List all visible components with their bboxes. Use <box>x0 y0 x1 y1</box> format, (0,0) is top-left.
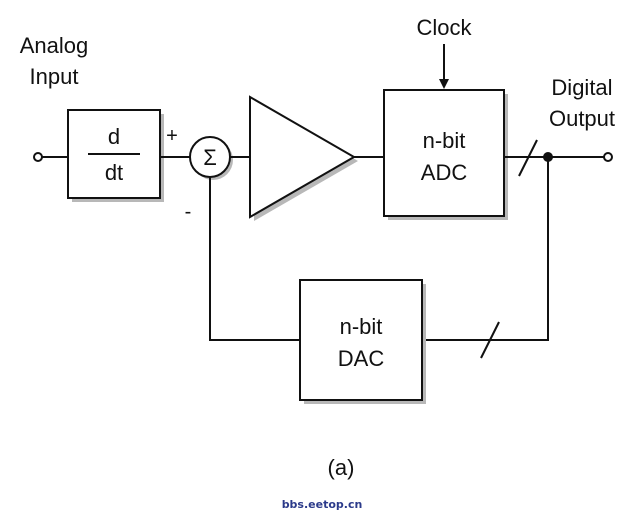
wire-output-to-dac <box>426 157 549 341</box>
dac-label-line2: DAC <box>338 346 385 371</box>
adc-label-line2: ADC <box>421 160 468 185</box>
digital-output-label-line2: Output <box>549 106 615 131</box>
differentiator-block: d dt <box>67 109 164 202</box>
summing-junction: Σ <box>189 136 233 180</box>
diff-denominator: dt <box>105 160 123 185</box>
plus-sign: + <box>166 125 178 147</box>
diff-numerator: d <box>108 124 120 149</box>
analog-input-label-line1: Analog <box>20 33 89 58</box>
clock-label: Clock <box>416 15 472 40</box>
input-terminal <box>33 152 43 162</box>
digital-output-label-line1: Digital <box>551 75 612 100</box>
bus-slash-output <box>518 139 538 177</box>
adc-label-line1: n-bit <box>423 128 466 153</box>
dac-block: n-bit DAC <box>299 279 426 404</box>
analog-input-label-line2: Input <box>30 64 79 89</box>
watermark: bbs.eetop.cn <box>282 498 363 511</box>
minus-sign: - <box>185 201 192 223</box>
wire-dac-to-sum <box>209 177 300 341</box>
adc-block: n-bit ADC <box>383 89 508 220</box>
amplifier-triangle <box>249 95 358 221</box>
sigma-symbol: Σ <box>203 145 217 170</box>
bus-slash-feedback <box>480 321 500 359</box>
dac-label-line1: n-bit <box>340 314 383 339</box>
figure-caption: (a) <box>328 455 355 480</box>
output-terminal <box>603 152 613 162</box>
